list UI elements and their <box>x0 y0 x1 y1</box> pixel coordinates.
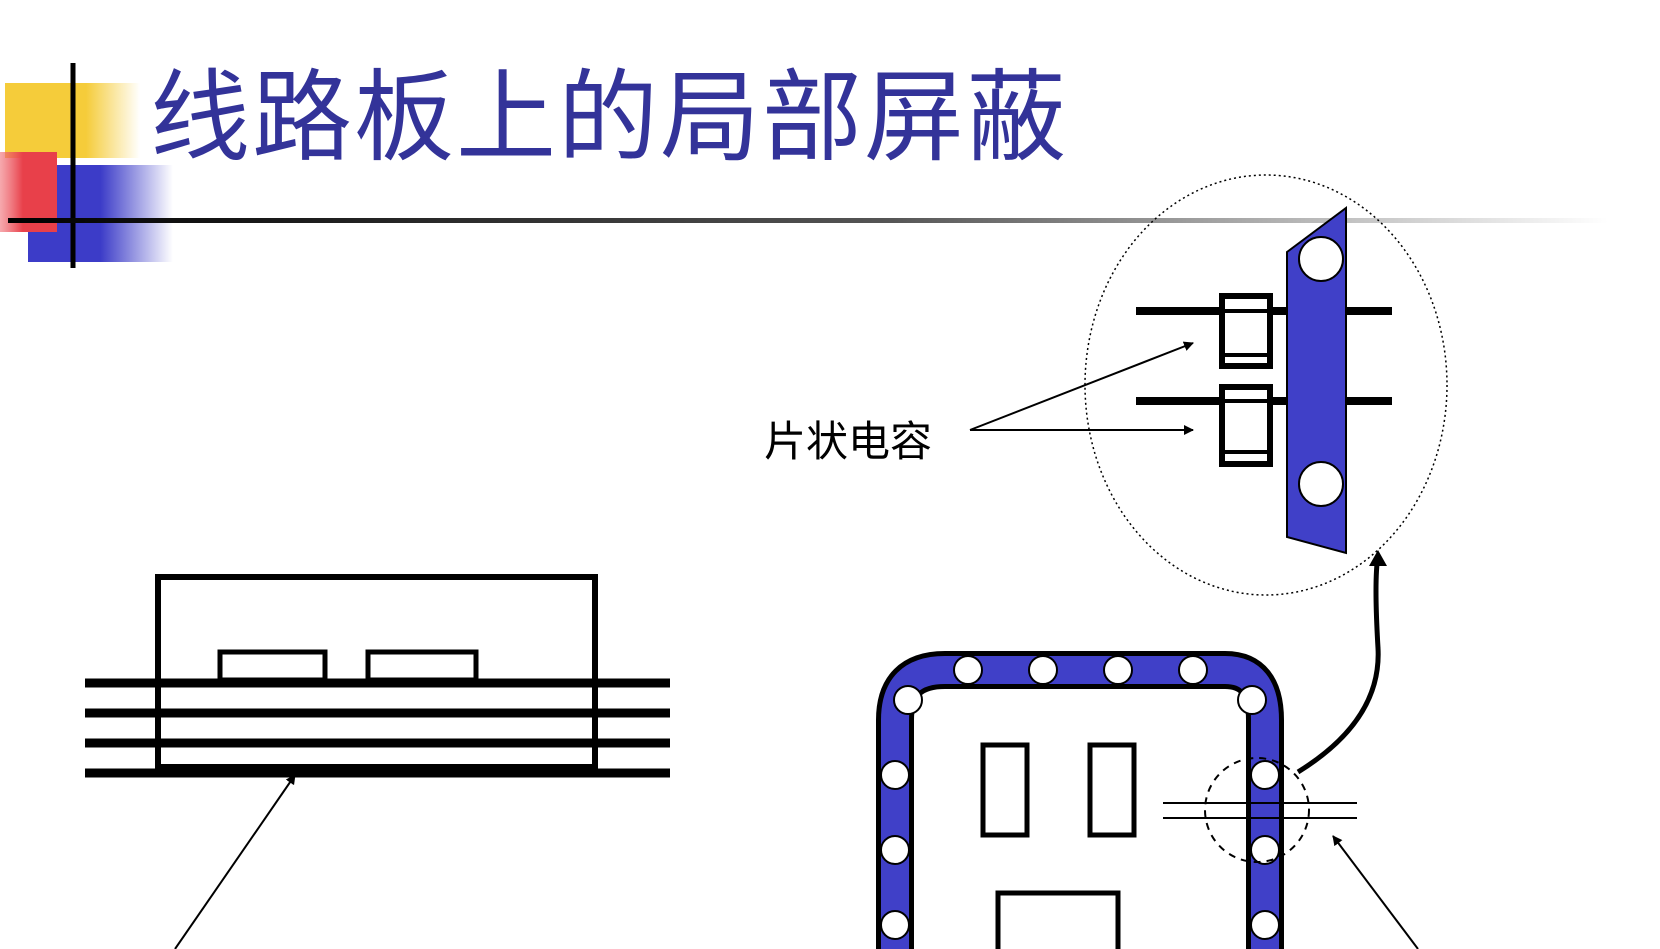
pointer-arrow-right <box>1332 835 1419 949</box>
capacitor-detail-view <box>969 174 1448 596</box>
zoom-arrow <box>1296 555 1381 775</box>
title-decoration <box>0 63 1608 268</box>
via-hole <box>1103 655 1133 685</box>
via-hole <box>1250 760 1280 790</box>
via-hole <box>1178 655 1208 685</box>
pointer-arrow-left <box>174 774 296 949</box>
via-holes <box>880 655 1280 940</box>
via-hole <box>1250 835 1280 865</box>
inner-component-1 <box>980 742 1030 838</box>
via-hole <box>1028 655 1058 685</box>
via-hole <box>1237 685 1267 715</box>
component-block-1 <box>217 649 328 683</box>
detail-ellipse <box>1084 174 1448 596</box>
via-hole <box>880 835 910 865</box>
via-hole <box>880 910 910 940</box>
shield-can-outline <box>155 574 598 770</box>
capacitor-pointer-1 <box>969 341 1194 431</box>
shield-via-bottom <box>1298 461 1344 507</box>
pcb-shield-side-view <box>85 574 670 949</box>
inner-component-2 <box>1087 742 1137 838</box>
via-hole <box>1250 910 1280 940</box>
detail-callout-circle <box>1204 757 1310 863</box>
component-block-2 <box>365 649 479 683</box>
shield-via-top <box>1298 236 1344 282</box>
via-hole <box>953 655 983 685</box>
via-hole <box>880 760 910 790</box>
zoom-arrow-head <box>1369 550 1387 566</box>
via-hole <box>893 685 923 715</box>
slide-title: 线路板上的局部屏蔽 <box>150 59 1068 176</box>
inner-component-3 <box>995 890 1121 949</box>
capacitor-label: 片状电容 <box>764 417 933 466</box>
shield-frame-top-view <box>876 550 1419 949</box>
title-underline <box>8 218 1608 223</box>
